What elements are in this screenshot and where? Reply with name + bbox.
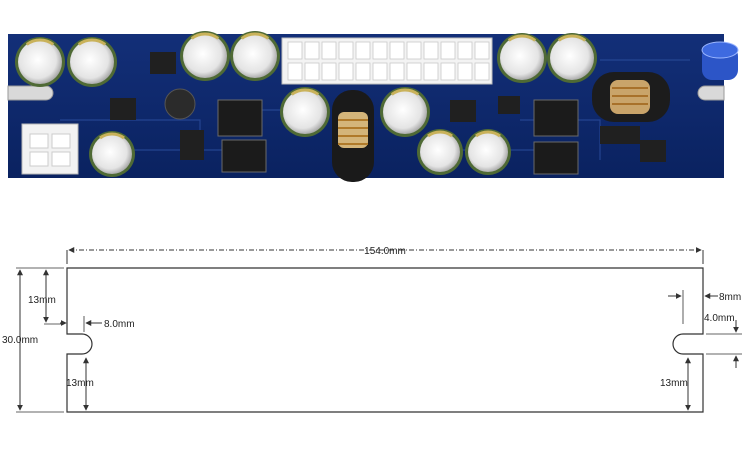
ic-chip [450,100,476,122]
connector-pin [321,62,337,81]
connector-pin [389,41,405,60]
right-mounting-slot [697,85,725,101]
connector-pin [406,41,422,60]
ic-chip [110,98,136,120]
electrolytic-capacitor [280,87,330,137]
connector-pin [372,62,388,81]
connector-pin [457,41,473,60]
connector-pin [440,41,456,60]
connector-pin [474,41,490,60]
ic-chip [640,140,666,162]
electrolytic-capacitor [465,129,511,175]
connector-pin [355,62,371,81]
width-label: 30.0mm [2,335,38,346]
connector-pin [389,62,405,81]
connector-pin [304,41,320,60]
electrolytic-capacitor [380,87,430,137]
right-slot-width-label: 4.0mm [704,313,735,324]
connector-pin [423,62,439,81]
mosfet [221,139,267,173]
dimension-drawing: 154.0mm 30.0mm 13mm 8.0mm 13mm 8mm 4.0mm… [2,246,742,413]
ic-chip [600,126,640,144]
ic-chip [180,130,204,160]
toroid-choke-center [332,90,374,182]
connector-pin [304,62,320,81]
electrolytic-capacitor [180,31,230,81]
connector-pin [474,62,490,81]
connector-pin [423,41,439,60]
connector-pin [372,41,388,60]
blue-capacitor [701,41,739,80]
connector-pin [287,41,303,60]
connector-pin [321,41,337,60]
mosfet [533,99,579,137]
left-bottom-offset-label: 13mm [66,378,94,389]
pcb-photo [7,31,739,182]
mosfet [533,141,579,175]
electrolytic-capacitor [547,33,597,83]
electrolytic-capacitor [417,129,463,175]
left-mounting-slot [7,85,54,101]
connector-pin [338,62,354,81]
toroid-choke-right [592,72,670,122]
right-bottom-offset-label: 13mm [660,378,688,389]
electrolytic-capacitor [67,37,117,87]
connector-pin [457,62,473,81]
ic-chip [498,96,520,114]
connector-pin [355,41,371,60]
connector-pin [406,62,422,81]
electrolytic-capacitor [230,31,280,81]
length-label: 154.0mm [364,246,406,257]
ic-chip [150,52,176,74]
electrolytic-capacitor [15,37,65,87]
board-outline [66,267,704,413]
connector-pin [440,62,456,81]
left-slot-depth-label: 8.0mm [104,319,135,330]
mosfet [217,99,263,137]
connector-pin [338,41,354,60]
right-slot-depth-label: 8mm [719,292,741,303]
electrolytic-capacitor [89,131,135,177]
electrolytic-capacitor [497,33,547,83]
left-top-offset-label: 13mm [28,295,56,306]
inductor-black [164,88,196,120]
connector-pin [287,62,303,81]
capacitors [15,31,597,177]
